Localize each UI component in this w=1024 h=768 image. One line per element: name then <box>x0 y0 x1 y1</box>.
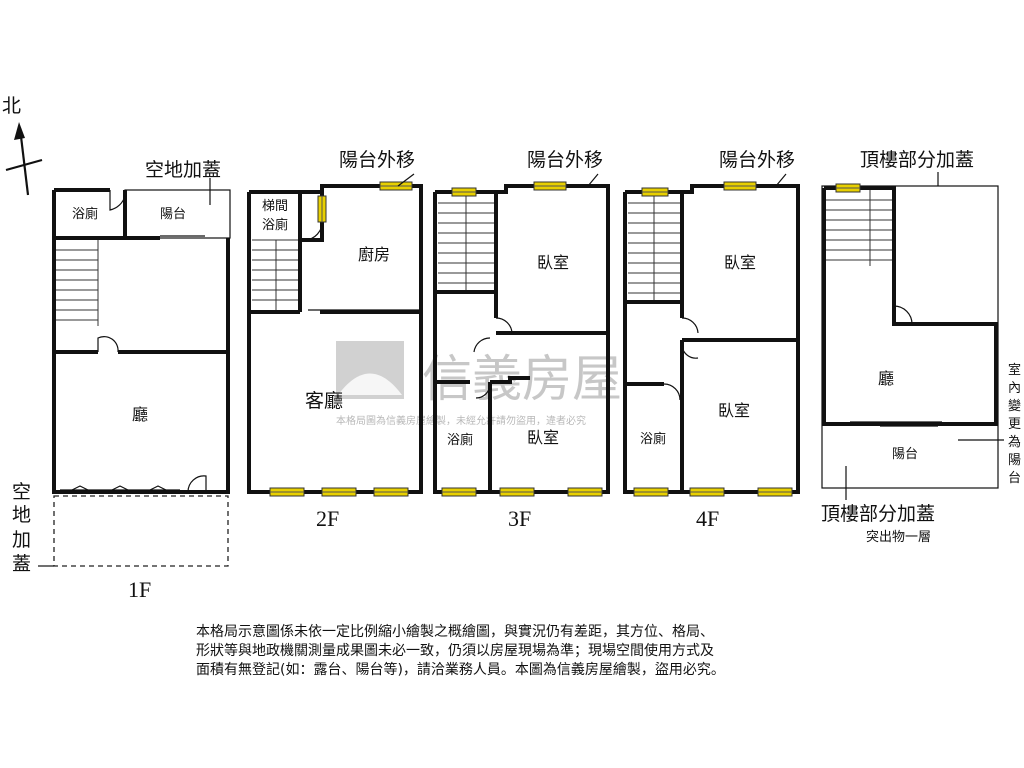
svg-text:地: 地 <box>12 504 31 526</box>
disclaimer-line: 本格局示意圖係未依一定比例縮小繪製之概繪圖，與實況仍有差距，其方位、格局、 <box>196 624 714 640</box>
f2-balcony-moved-label: 陽台外移 <box>339 149 415 171</box>
roof-balcony-label: 陽台 <box>892 447 918 462</box>
f4-balcony-moved-label: 陽台外移 <box>719 149 795 171</box>
floor-3f: 臥室 浴廁 臥室 陽台外移 3F <box>433 149 610 531</box>
compass: 北 <box>2 95 43 196</box>
f2-bath-label: 浴廁 <box>262 217 288 233</box>
f2-windows <box>269 181 413 497</box>
f3-stairs <box>438 196 494 290</box>
f1-bath-label: 浴廁 <box>72 206 98 222</box>
disclaimer-line: 形狀等與地政機關測量成果圖未必一致，仍須以房屋現場為準；現場空間使用方式及 <box>196 643 714 659</box>
floor-4f: 臥室 浴廁 臥室 陽台外移 4F <box>623 149 800 531</box>
f2-living-label: 客廳 <box>305 390 343 412</box>
disclaimer: 本格局示意圖係未依一定比例縮小繪製之概繪圖，與實況仍有差距，其方位、格局、 形狀… <box>196 623 836 680</box>
roof-side-note-char: 內 <box>1008 381 1021 396</box>
f3-balcony-moved-label: 陽台外移 <box>527 149 603 171</box>
roof-side-note-char: 陽 <box>1008 453 1021 468</box>
f4-floor-label: 4F <box>696 506 719 531</box>
roof-side-note-char: 變 <box>1008 398 1021 414</box>
roof-side-note-char: 為 <box>1008 434 1021 450</box>
f1-stairs <box>56 240 99 326</box>
f4-windows <box>633 181 793 497</box>
f1-hall-label: 廳 <box>132 405 148 424</box>
f3-bath-label: 浴廁 <box>447 432 473 448</box>
north-label: 北 <box>2 95 21 117</box>
roof-window <box>835 183 861 193</box>
f4-stairs <box>628 196 680 300</box>
f1-side-addition-outline <box>53 495 229 567</box>
watermark: 信義房屋 本格局圖為信義房屋繪製，未經允許請勿盜用，違者必究 <box>336 341 622 427</box>
roof-bottom-addition-label: 頂樓部分加蓋 <box>821 503 935 525</box>
f4-bath-label: 浴廁 <box>640 431 666 447</box>
roof-side-note-char: 室 <box>1008 362 1021 378</box>
f2-kitchen-label: 廚房 <box>358 245 390 264</box>
compass-needle-icon <box>18 127 30 196</box>
f1-floor-label: 1F <box>128 577 151 602</box>
f1-side-addition-label: 空 地 加 蓋 <box>12 481 31 575</box>
roof-top-addition-label: 頂樓部分加蓋 <box>860 149 974 171</box>
compass-crossbar-icon <box>5 158 43 172</box>
svg-text:加: 加 <box>12 529 31 551</box>
f3-windows <box>441 181 603 497</box>
f1-top-addition-label: 空地加蓋 <box>145 159 221 181</box>
f3-bedroom-top-label: 臥室 <box>537 253 569 272</box>
f2-stair-label: 梯間 <box>262 199 288 214</box>
roof-side-note-char: 台 <box>1008 471 1021 486</box>
roof-hall-label: 廳 <box>878 369 894 388</box>
roof-outline <box>821 185 999 489</box>
roof-protrusion-label: 突出物一層 <box>866 529 931 545</box>
svg-text:蓋: 蓋 <box>12 553 31 575</box>
disclaimer-line: 面積有無登記(如：露台、陽台等)，請洽業務人員。本圖為信義房屋繪製，盜用必究。 <box>196 662 725 678</box>
roof-stairs <box>826 190 892 266</box>
f4-bedroom-bottom-label: 臥室 <box>718 401 750 420</box>
roof-side-note-char: 更 <box>1008 417 1021 432</box>
north-arrow-icon <box>14 122 25 140</box>
floor-1f: 浴廁 陽台 廳 空地加蓋 空 地 加 蓋 1F <box>12 159 231 602</box>
f3-floor-label: 3F <box>508 506 531 531</box>
f4-bedroom-top-label: 臥室 <box>724 253 756 272</box>
f1-balcony-label: 陽台 <box>160 207 186 222</box>
svg-text:空: 空 <box>12 481 31 503</box>
f3-bedroom-bottom-label: 臥室 <box>527 428 559 447</box>
watermark-notice: 本格局圖為信義房屋繪製，未經允許請勿盜用，違者必究 <box>336 414 586 427</box>
floor-2f: 梯間 浴廁 廚房 客廳 陽台外移 2F <box>247 149 423 531</box>
f2-floor-label: 2F <box>316 506 339 531</box>
f2-stairs <box>252 239 298 310</box>
